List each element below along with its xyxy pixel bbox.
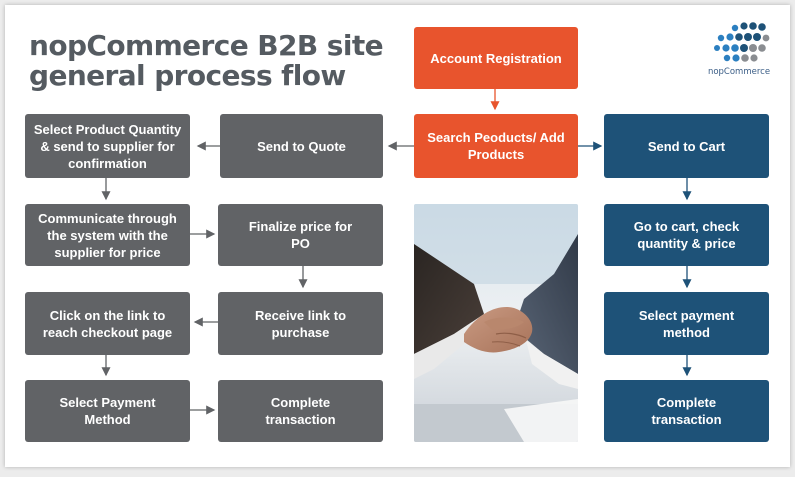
node-select-quantity: Select Product Quantity & send to suppli… [25,114,190,178]
title-line-1: nopCommerce B2B site [29,29,384,62]
node-label: Finalize price for PO [248,219,353,251]
node-receive-link: Receive link to purchase [218,292,383,355]
node-send-to-quote: Send to Quote [220,114,383,178]
nopcommerce-logo: nopCommerce [705,18,773,80]
node-search-products: Search Peoducts/ Add Products [414,114,578,178]
node-label: Select Payment Method [59,395,156,427]
node-communicate: Communicate through the system with the … [25,204,190,266]
node-label: Search Peoducts/ Add Products [427,130,565,162]
node-label: Send to Cart [647,138,726,154]
title-line-2: general process flow [29,59,346,92]
node-select-payment-right: Select payment method [604,292,769,355]
node-label: Send to Quote [257,138,346,154]
node-complete-left: Complete transaction [218,380,383,442]
handshake-image [414,204,578,442]
node-finalize-price: Finalize price for PO [218,204,383,266]
diagram-canvas: nopCommerce B2B site general process flo… [5,5,790,467]
handshake-photo [414,204,578,442]
node-go-to-cart: Go to cart, check quantity & price [604,204,769,266]
node-complete-right: Complete transaction [604,380,769,442]
logo-dots-icon [714,22,770,62]
node-send-to-cart: Send to Cart [604,114,769,178]
node-label: Select payment method [638,307,735,340]
page-title: nopCommerce B2B site general process flo… [29,31,409,91]
node-label: Communicate through the system with the … [38,210,177,260]
node-label: Click on the link to reach checkout page [42,307,173,340]
node-account-registration: Account Registration [414,27,578,89]
node-label: Receive link to purchase [254,307,347,340]
node-label: Go to cart, check quantity & price [633,219,740,251]
node-label: Complete transaction [265,395,336,427]
node-select-payment-left: Select Payment Method [25,380,190,442]
node-label: Select Product Quantity & send to suppli… [33,121,182,171]
node-label: Account Registration [430,50,562,66]
node-label: Complete transaction [651,395,722,427]
node-click-link: Click on the link to reach checkout page [25,292,190,355]
logo-text: nopCommerce [707,67,771,77]
